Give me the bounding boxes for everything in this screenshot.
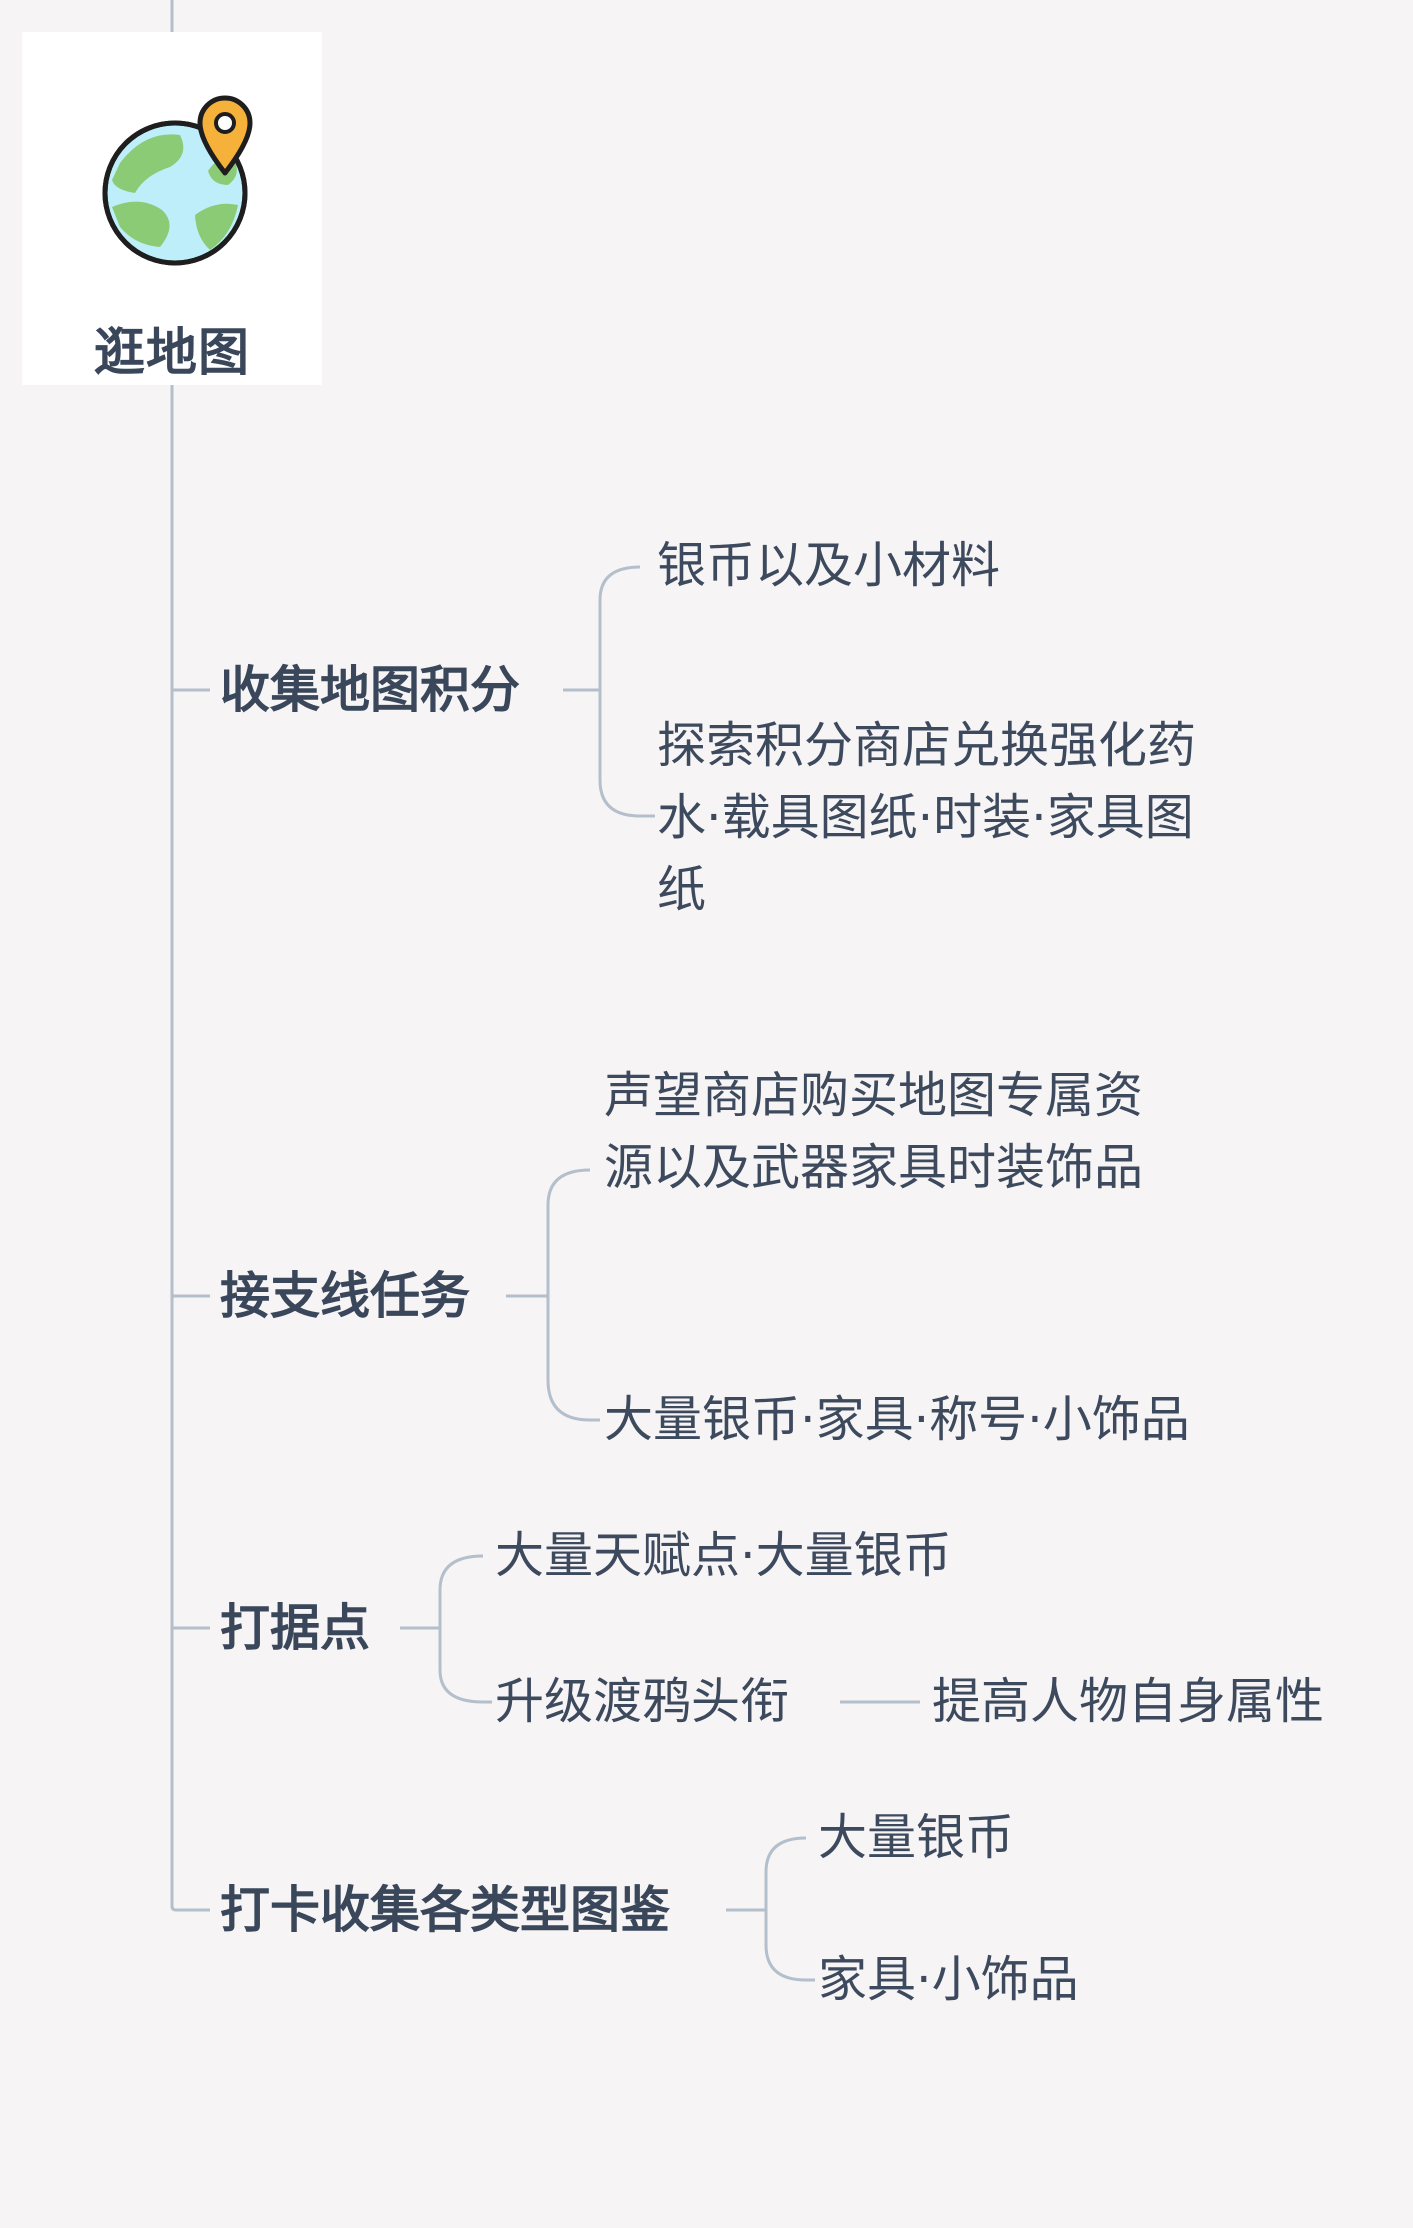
leaf-silver-furniture-title[interactable]: 大量银币·家具·称号·小饰品 <box>604 1391 1190 1448</box>
leaf-talent-silver[interactable]: 大量天赋点·大量银币 <box>495 1527 952 1584</box>
root-title: 逛地图 <box>93 324 250 383</box>
leaf-character-attributes[interactable]: 提高人物自身属性 <box>932 1673 1325 1730</box>
leaf-explore-shop[interactable]: 探索积分商店兑换强化药水·载具图纸·时装·家具图纸 <box>657 717 1197 918</box>
trunk-line <box>170 0 210 1912</box>
leaf-silver-materials[interactable]: 银币以及小材料 <box>657 537 1001 594</box>
globe-location-icon <box>102 95 253 266</box>
branch-side-quests[interactable]: 接支线任务 <box>220 1267 470 1325</box>
leaf-reputation-shop[interactable]: 声望商店购买地图专属资源以及武器家具时装饰品 <box>604 1067 1144 1196</box>
branch-3-connector <box>400 1554 492 1704</box>
branch-strongholds[interactable]: 打据点 <box>220 1599 370 1657</box>
branch-2-connector <box>506 1168 600 1422</box>
leaf-furniture-trinkets[interactable]: 家具·小饰品 <box>818 1951 1079 2008</box>
root-node[interactable]: 逛地图 <box>22 32 322 385</box>
branch-collect-map-points[interactable]: 收集地图积分 <box>220 661 520 719</box>
leaf-raven-rank[interactable]: 升级渡鸦头衔 <box>495 1673 790 1730</box>
branch-1-connector <box>563 565 655 818</box>
branch-4-connector <box>726 1836 815 1982</box>
branch-collect-codex[interactable]: 打卡收集各类型图鉴 <box>220 1881 670 1939</box>
leaf-lots-of-silver[interactable]: 大量银币 <box>818 1809 1015 1866</box>
